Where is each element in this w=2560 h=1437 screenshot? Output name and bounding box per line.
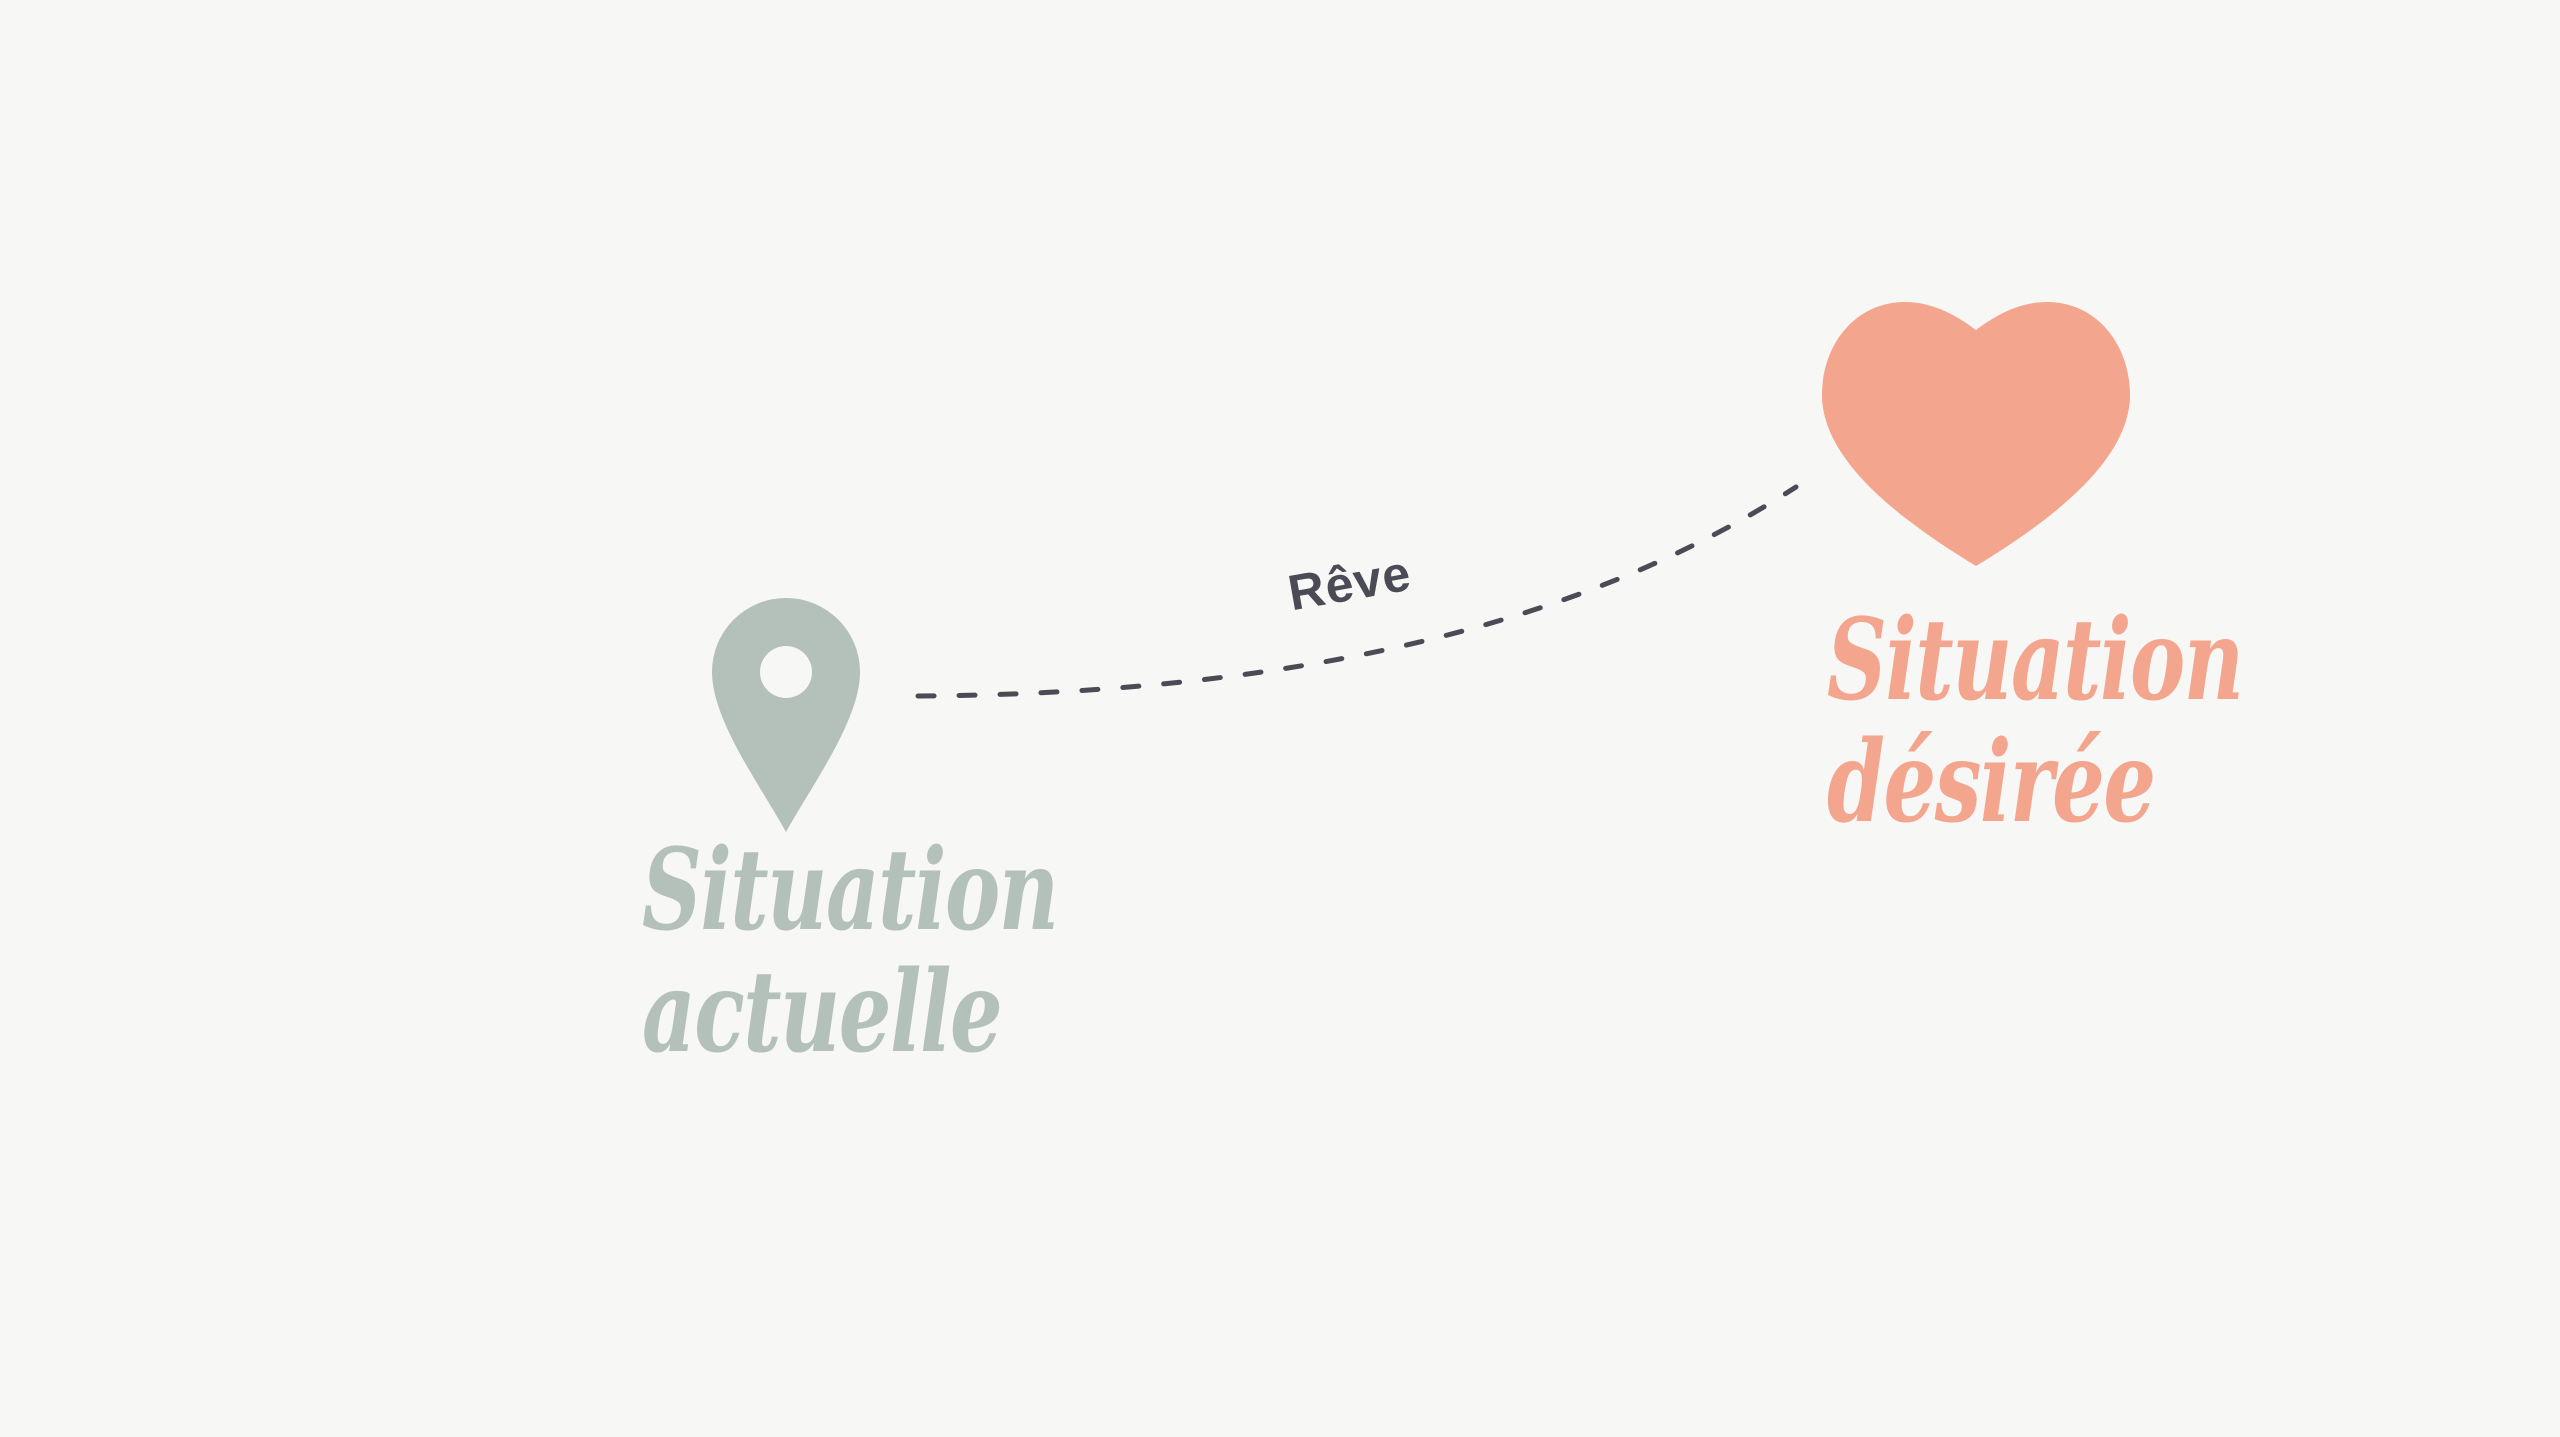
location-pin-icon	[712, 598, 860, 832]
current-situation-label: Situation actuelle	[642, 825, 1059, 1078]
desired-label-line1: Situation	[1827, 595, 2244, 726]
dream-label: Rêve	[1284, 545, 1415, 622]
current-label-line2: actuelle	[642, 947, 1003, 1078]
heart-icon	[1822, 302, 2130, 566]
desired-label-line2: désirée	[1827, 717, 2156, 848]
dream-path	[915, 484, 1799, 699]
desired-situation-label: Situation désirée	[1827, 595, 2244, 848]
current-label-line1: Situation	[642, 825, 1059, 956]
